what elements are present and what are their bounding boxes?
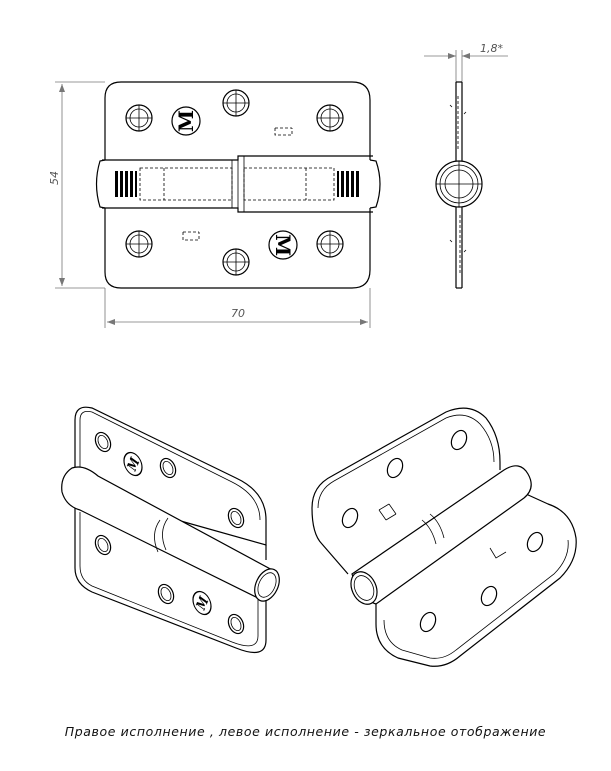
caption: Правое исполнение , левое исполнение - з…	[64, 724, 547, 739]
iso-left-barrel	[61, 466, 280, 602]
logo-letter-upper: M	[174, 110, 198, 132]
svg-text:M: M	[124, 453, 142, 474]
hidden-mark-upper	[274, 127, 293, 136]
screw-hole	[227, 613, 245, 635]
barrel-rings-right	[337, 171, 359, 197]
isometric-view-left-hand	[311, 407, 577, 667]
iso-left-leaf-top	[74, 406, 267, 546]
upper-leaf	[104, 81, 371, 160]
screw-hole	[419, 611, 437, 633]
screw-hole	[386, 457, 404, 479]
screw-hole	[125, 104, 153, 132]
iso-right-mark-1	[378, 503, 397, 521]
iso-left-logo-2: M	[192, 590, 212, 616]
screw-hole	[94, 534, 112, 556]
screw-hole	[222, 248, 250, 276]
screw-holes-iso-right	[341, 429, 544, 633]
screw-hole	[227, 507, 245, 529]
dimension-thickness: 1,8*	[424, 42, 508, 82]
iso-right-barrel	[350, 465, 532, 605]
dimension-width: 70	[104, 288, 371, 328]
iso-right-leaf-top	[311, 407, 501, 509]
dimension-height-label: 54	[48, 171, 61, 185]
barrel-rings-left	[115, 171, 137, 197]
screw-hole	[157, 583, 175, 605]
dimension-height: 54	[48, 81, 105, 289]
front-view: M M	[95, 81, 381, 289]
iso-left-leaf-bottom	[74, 508, 267, 654]
iso-left-logo-1: M	[123, 451, 143, 477]
screw-hole	[316, 230, 344, 258]
screw-hole	[94, 431, 112, 453]
screw-holes-front	[125, 89, 344, 276]
svg-text:M: M	[193, 592, 211, 613]
screw-holes-iso-left	[94, 431, 245, 635]
screw-hole	[450, 429, 468, 451]
iso-right-leaf-bottom	[375, 493, 577, 667]
screw-hole	[526, 531, 544, 553]
hinge-barrel	[95, 155, 381, 213]
isometric-view-right-hand: M M	[61, 406, 280, 654]
screw-hole	[316, 104, 344, 132]
screw-hole	[341, 507, 359, 529]
iso-right-mark-2	[489, 547, 507, 559]
dimension-thickness-label: 1,8*	[480, 42, 503, 55]
side-view	[435, 81, 483, 289]
screw-hole	[480, 585, 498, 607]
screw-hole	[159, 457, 177, 479]
dimension-width-label: 70	[231, 307, 245, 320]
logo-letter-lower: M	[271, 234, 295, 256]
hidden-mark-lower	[182, 231, 200, 241]
logo-emblem-upper: M	[171, 106, 201, 136]
screw-hole	[125, 230, 153, 258]
lower-leaf	[104, 208, 371, 289]
logo-emblem-lower: M	[268, 230, 298, 260]
screw-hole	[222, 89, 250, 117]
